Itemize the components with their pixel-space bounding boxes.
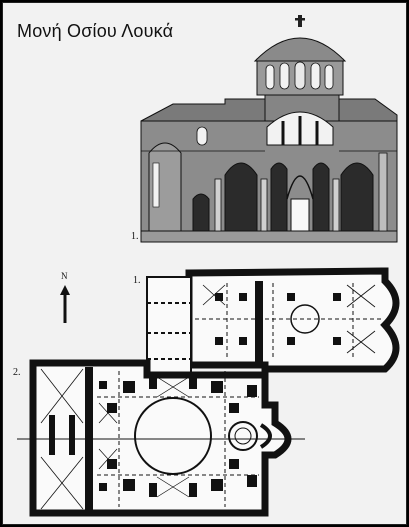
section-right-roof <box>338 98 398 122</box>
column <box>214 178 222 232</box>
central-arch-right <box>312 162 330 232</box>
drum-window <box>265 64 275 90</box>
column <box>332 178 340 232</box>
north-arrow <box>60 285 70 323</box>
central-arch-left <box>270 162 288 232</box>
left-nave-arch <box>224 162 258 232</box>
right-nave-arch <box>340 162 374 232</box>
plan1-dome <box>290 304 320 334</box>
drum-window <box>279 62 290 90</box>
plan2-apse <box>259 423 272 449</box>
plan2-main-dome <box>134 397 212 475</box>
section-label-number: 1. <box>131 231 139 242</box>
section-left-roof <box>140 98 266 122</box>
dome-cross <box>298 15 302 27</box>
church-cross-section <box>140 15 398 243</box>
plan2-label-number: 2. <box>13 367 21 378</box>
plan1-outer-wall <box>185 267 400 373</box>
drum-window <box>294 61 306 90</box>
side-window <box>196 126 208 146</box>
plan1-label-number: 1. <box>133 275 141 286</box>
plan-1 <box>146 267 400 388</box>
section-ground <box>140 230 398 243</box>
architectural-drawings <box>17 15 400 517</box>
page-title: Μονή Οσίου Λουκά <box>17 21 174 41</box>
plan2-bema-dome <box>228 421 258 451</box>
column <box>378 152 388 232</box>
plan-2 <box>29 359 292 517</box>
dome <box>253 37 347 62</box>
drum-window <box>324 64 334 90</box>
drum-window <box>310 62 321 90</box>
north-label: N <box>61 271 68 281</box>
column <box>260 178 268 232</box>
central-door <box>290 198 310 232</box>
